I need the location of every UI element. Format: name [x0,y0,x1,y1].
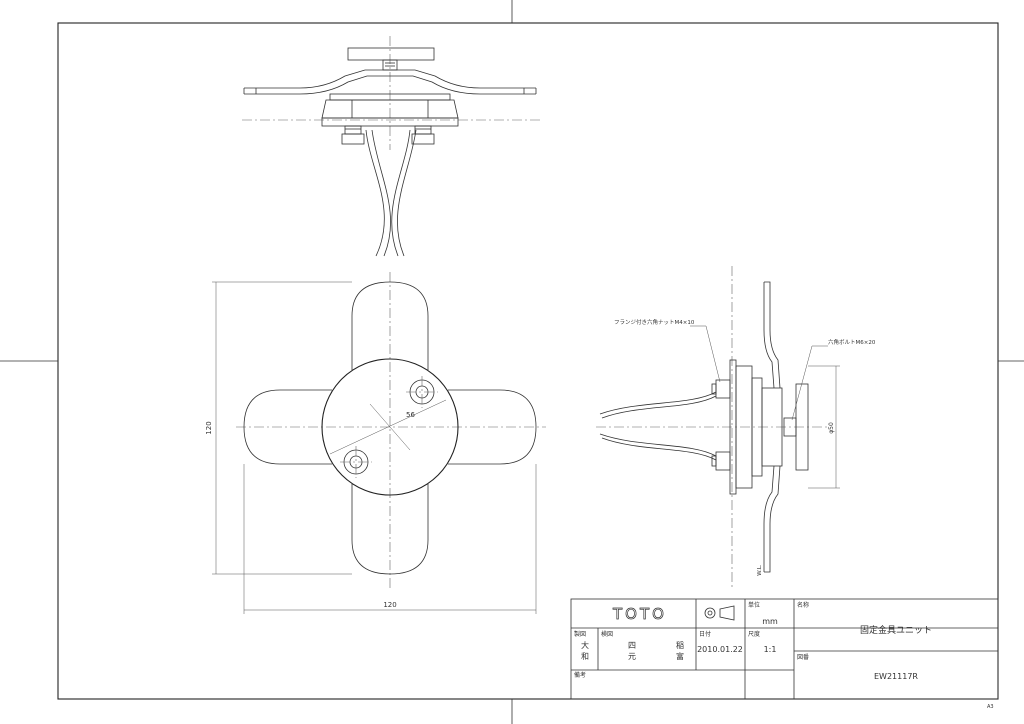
remarks-label: 備考 [574,671,586,679]
dim-height-120: 120 [205,421,213,434]
wall-line-label: W.L. [757,564,763,576]
front-view [212,272,546,614]
checked-value-1a: 四 [628,641,636,650]
date-label: 日付 [699,630,711,638]
checked-label: 検図 [601,630,613,638]
side-view [596,266,840,590]
company-logo: TOTO [612,605,667,623]
unit-label: 単位 [748,601,760,609]
drawn-label: 製図 [574,630,586,638]
dim-radius-56: 56 [406,411,415,419]
checked-value-2a: 元 [628,652,636,661]
drawing-border [57,22,999,700]
callout-hex-bolt: 六角ボルトM6×20 [828,338,876,346]
drawing-number-value: EW21117R [874,672,918,681]
checked-value-2b: 富 [676,651,684,661]
scale-label: 尺度 [748,630,760,638]
top-view [242,36,540,257]
name-value: 固定金具ユニット [860,624,932,636]
callout-flange-nut: フランジ付き六角ナットM4×10 [614,318,695,326]
scale-value: 1:1 [764,645,777,654]
date-value: 2010.01.22 [697,645,743,654]
drawing-number-label: 図番 [797,654,809,661]
drawn-value-1: 大 [581,640,589,650]
name-label: 名称 [797,601,809,609]
unit-value: mm [762,617,778,626]
checked-value-1b: 稲 [676,640,684,650]
dim-dia-50: φ50 [828,422,835,434]
sheet-size-mark: A3 [987,704,994,710]
title-block [570,598,999,700]
dim-width-120: 120 [383,601,396,609]
drawn-value-2: 和 [581,652,589,661]
